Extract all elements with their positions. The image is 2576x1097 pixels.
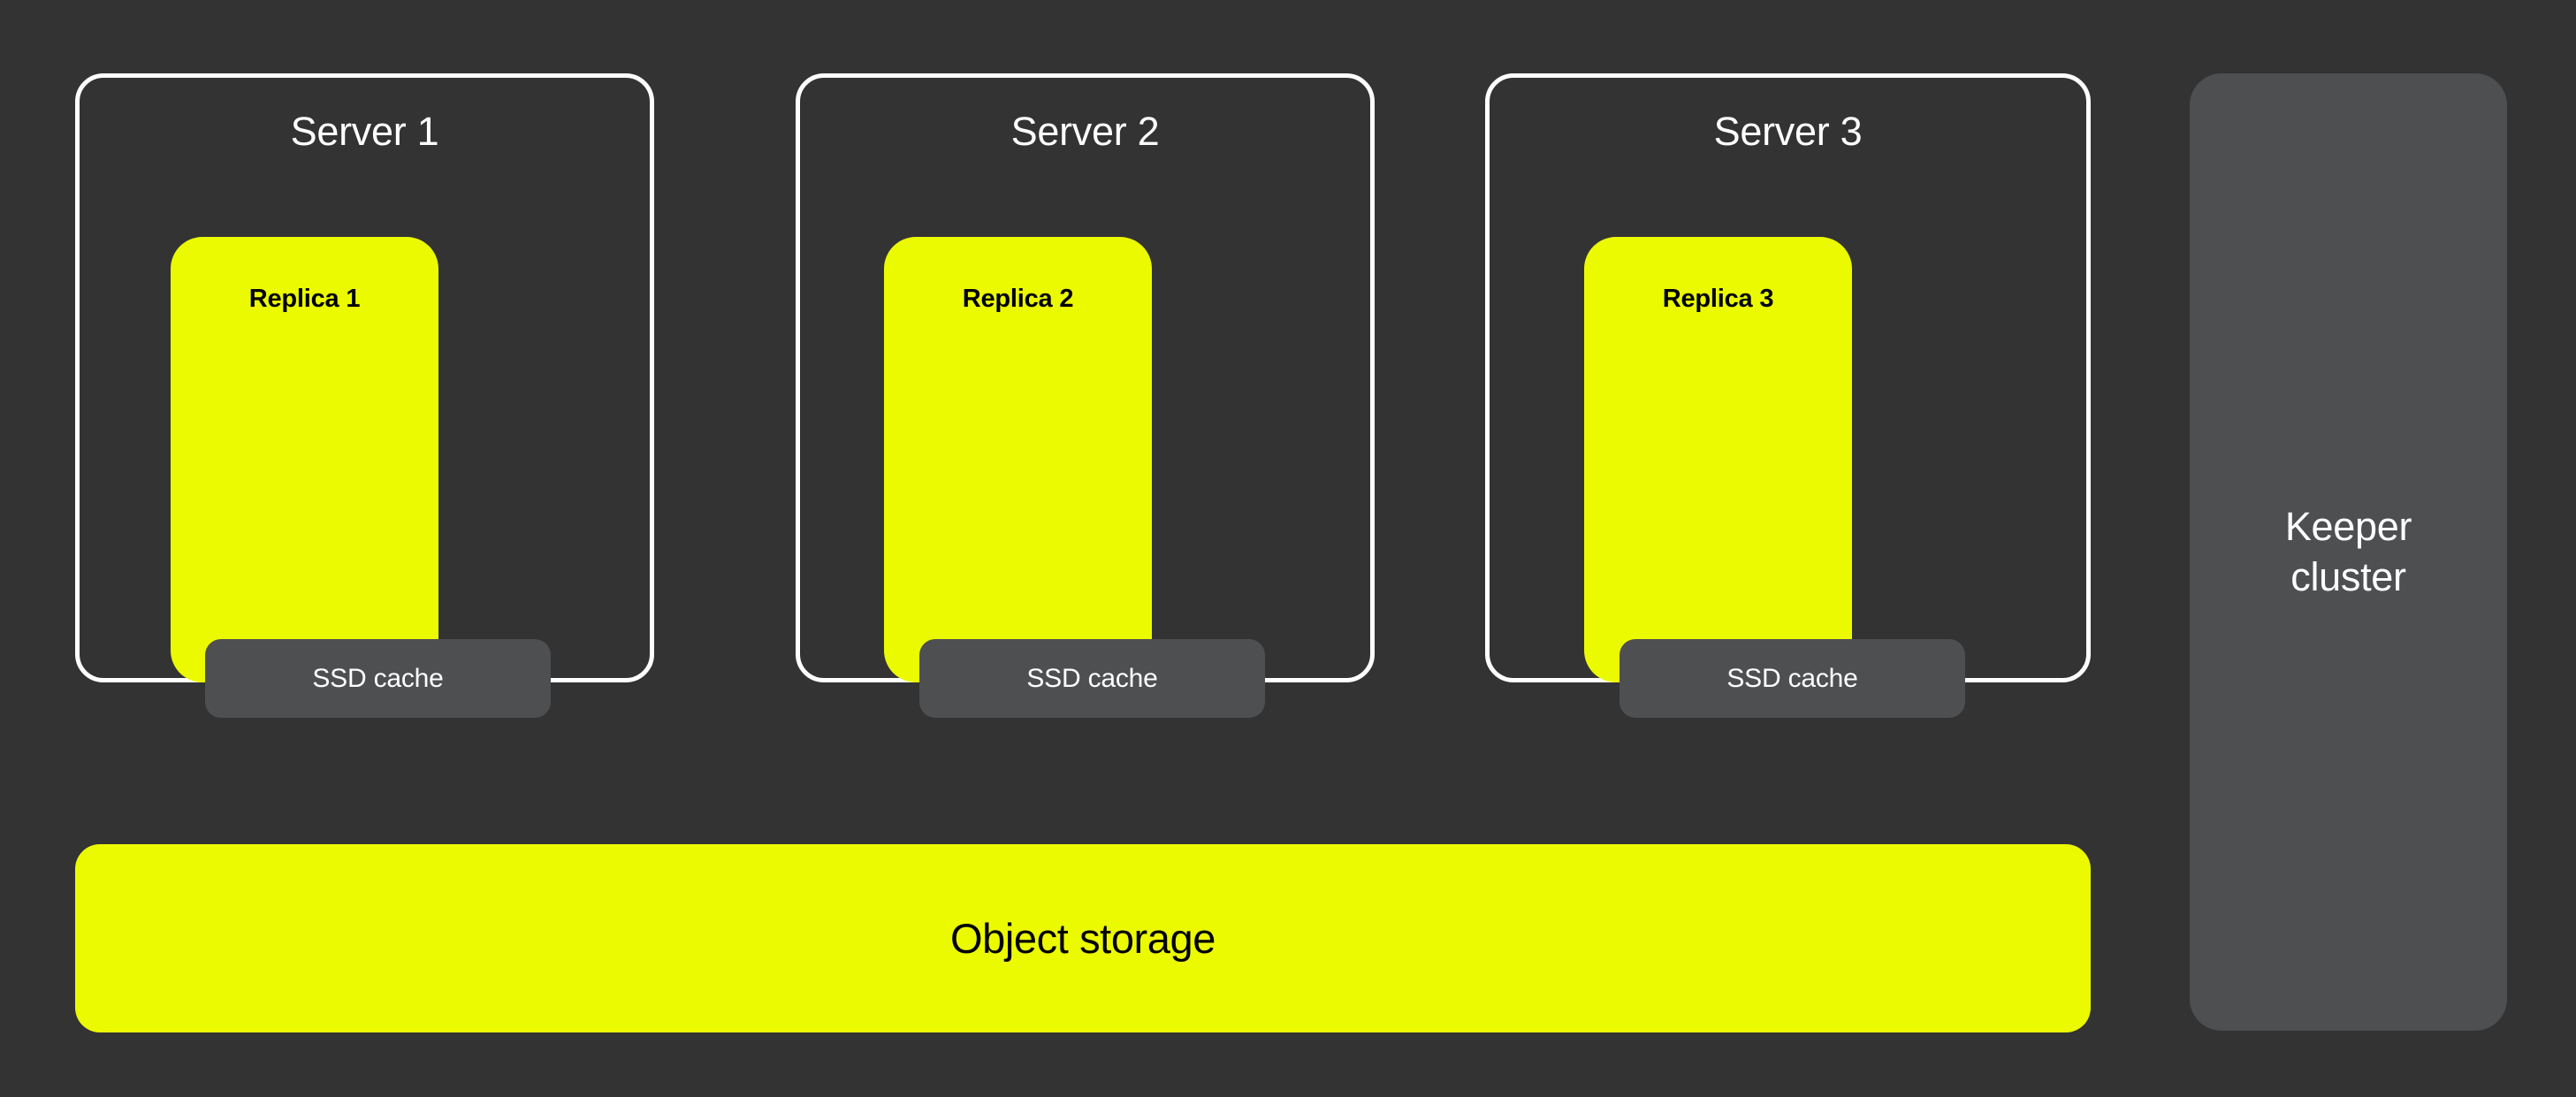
replica-box-2[interactable]: Replica 2	[884, 237, 1152, 682]
object-storage-label: Object storage	[949, 915, 1216, 962]
server-title-3: Server 3	[1713, 109, 1863, 154]
object-storage-bar[interactable]: Object storage	[75, 844, 2091, 1032]
replica-label-3: Replica 3	[1662, 285, 1774, 313]
replica-box-1[interactable]: Replica 1	[171, 237, 438, 682]
ssd-cache-label-2: SSD cache	[1026, 663, 1158, 693]
server-title-2: Server 2	[1010, 109, 1160, 154]
replica-box-3[interactable]: Replica 3	[1584, 237, 1852, 682]
ssd-cache-label-1: SSD cache	[312, 663, 444, 693]
server-title-1: Server 1	[290, 109, 439, 154]
replica-label-1: Replica 1	[248, 285, 361, 313]
ssd-cache-chip-1[interactable]: SSD cache	[205, 639, 551, 718]
ssd-cache-label-3: SSD cache	[1726, 663, 1858, 693]
replica-label-2: Replica 2	[962, 285, 1074, 313]
ssd-cache-chip-2[interactable]: SSD cache	[919, 639, 1265, 718]
keeper-cluster-label: Keeper cluster	[2284, 504, 2412, 599]
keeper-cluster-panel[interactable]: Keeper cluster	[2190, 73, 2507, 1031]
ssd-cache-chip-3[interactable]: SSD cache	[1620, 639, 1965, 718]
